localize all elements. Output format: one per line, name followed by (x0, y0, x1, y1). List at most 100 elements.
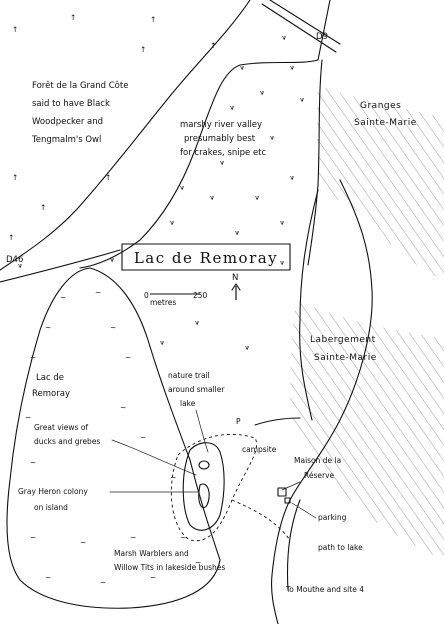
lake-label-line2: Remoray (32, 389, 70, 399)
forest-note-line1: Forêt de la Grand Côte (32, 80, 128, 91)
parking-leader (291, 502, 317, 519)
heron-note-line2: on island (34, 503, 68, 512)
warblers-note-line1: Marsh Warblers and (114, 549, 189, 558)
valley-west-edge (79, 59, 319, 269)
heron-island (198, 483, 210, 509)
labergement-hatched-area (290, 300, 444, 560)
svg-text:⩛: ⩛ (245, 343, 250, 352)
scale-end: 250 (193, 291, 208, 300)
svg-text:⩛: ⩛ (255, 193, 260, 202)
parking-note: parking (291, 502, 347, 522)
valley-note-line3: for crakes, snipe etc (180, 148, 267, 158)
road-d9-upper (261, 3, 337, 53)
north-label: N (232, 273, 238, 283)
warblers-note: Marsh Warblers and Willow Tits in lakesi… (114, 549, 225, 572)
svg-text:~: ~ (195, 558, 201, 567)
svg-text:⩛: ⩛ (280, 258, 285, 267)
maison-building (277, 487, 287, 497)
svg-text:⩛: ⩛ (220, 158, 225, 167)
path-to-lake (231, 499, 291, 541)
marsh-symbols: ⩛ ⩛ ⩛ ⩛ ⩛ ⩛ ⩛ ⩛ ⩛ ⩛ ⩛ ⩛ ⩛ ⩛ ⩛ ⩛ ⩛ ⩛ ⩛ ⩛ … (18, 33, 305, 352)
campsite-label: campsite (242, 445, 277, 454)
svg-text:~: ~ (45, 573, 51, 582)
svg-text:~: ~ (125, 353, 131, 362)
svg-text:↑: ↑ (12, 25, 18, 34)
svg-text:~: ~ (170, 473, 176, 482)
scale-bar: 0 metres 250 (144, 291, 208, 307)
road-d46-label: D46 (6, 255, 23, 265)
path-label: path to lake (318, 543, 363, 552)
svg-text:~: ~ (120, 403, 126, 412)
campsite-road (254, 417, 301, 426)
svg-text:~: ~ (100, 578, 106, 587)
svg-text:↑: ↑ (140, 45, 146, 54)
svg-text:⩛: ⩛ (300, 95, 305, 104)
svg-text:~: ~ (130, 533, 136, 542)
svg-text:↑: ↑ (12, 173, 18, 182)
scale-start: 0 (144, 291, 149, 300)
parking-label: parking (318, 513, 347, 522)
svg-text:~: ~ (180, 533, 186, 542)
main-road-east (289, 179, 373, 501)
forest-note-line4: Tengmalm's Owl (31, 135, 101, 145)
valley-note-line1: marshy river valley (180, 120, 262, 130)
svg-text:⩛: ⩛ (260, 88, 265, 97)
trail-note-line1: nature trail (168, 371, 210, 380)
svg-text:~: ~ (110, 323, 116, 332)
road-d9-label: D9 (316, 32, 328, 42)
lake-water-marks: ~ ~ ~ ~ ~ ~ ~ ~ ~ ~ ~ ~ ~ ~ ~ ~ ~ ~ ~ (25, 288, 201, 587)
forest-boundary (0, 0, 251, 271)
scale-unit: metres (150, 298, 176, 307)
svg-text:~: ~ (30, 533, 36, 542)
granges-hatched-area (317, 85, 444, 280)
views-note-line2: ducks and grebes (34, 437, 100, 446)
granges-label-line2: Sainte-Marie (354, 118, 417, 128)
svg-text:~: ~ (80, 538, 86, 547)
path-note: path to lake (318, 543, 363, 552)
parking-sign-label: P (236, 417, 241, 426)
forest-note: Forêt de la Grand Côte said to have Blac… (31, 80, 128, 145)
maison-label-line2: Réserve (304, 471, 335, 480)
trail-leader (195, 409, 209, 453)
svg-text:⩛: ⩛ (160, 338, 165, 347)
svg-text:~: ~ (25, 413, 31, 422)
svg-text:⩛: ⩛ (290, 173, 295, 182)
svg-text:↑: ↑ (105, 173, 111, 182)
svg-text:↑: ↑ (8, 233, 14, 242)
trail-note-line2: around smaller (168, 385, 225, 394)
views-leader (111, 439, 197, 476)
title-box (121, 243, 291, 271)
map-title: Lac de Remoray (134, 249, 278, 267)
road-to-mouthe (271, 499, 291, 624)
campsite-note: P campsite (236, 417, 277, 454)
svg-text:⩛: ⩛ (210, 193, 215, 202)
valley-note: marshy river valley presumably best for … (180, 120, 267, 158)
road-d9-lower (269, 0, 341, 45)
svg-text:⩛: ⩛ (280, 218, 285, 227)
svg-text:~: ~ (45, 323, 51, 332)
parking-building (284, 497, 291, 504)
small-lake-outline (182, 442, 225, 531)
maison-label-line1: Maison de la (294, 456, 341, 465)
views-note: Great views of ducks and grebes (34, 423, 197, 476)
forest-trees: ↑ ↑ ↑ ↑ ↑ ↑ ↑ ↑ ↑ (8, 13, 216, 242)
granges-label: Granges Sainte-Marie (354, 101, 417, 128)
svg-text:↑: ↑ (150, 15, 156, 24)
trail-note: nature trail around smaller lake (168, 371, 225, 453)
small-island-top (198, 460, 210, 470)
labergement-label-line1: Labergement (310, 335, 376, 345)
main-road (299, 189, 319, 421)
warblers-note-line2: Willow Tits in lakeside bushes (114, 563, 225, 572)
svg-text:~: ~ (150, 573, 156, 582)
maison-note: Maison de la Réserve (281, 456, 341, 491)
svg-text:~: ~ (30, 458, 36, 467)
labergement-label-line2: Sainte-Marie (314, 353, 377, 363)
svg-text:⩛: ⩛ (170, 218, 175, 227)
svg-text:⩛: ⩛ (195, 318, 200, 327)
river-top (317, 0, 331, 61)
maison-leader (281, 481, 301, 491)
svg-text:~: ~ (95, 288, 101, 297)
granges-label-line1: Granges (360, 101, 401, 111)
